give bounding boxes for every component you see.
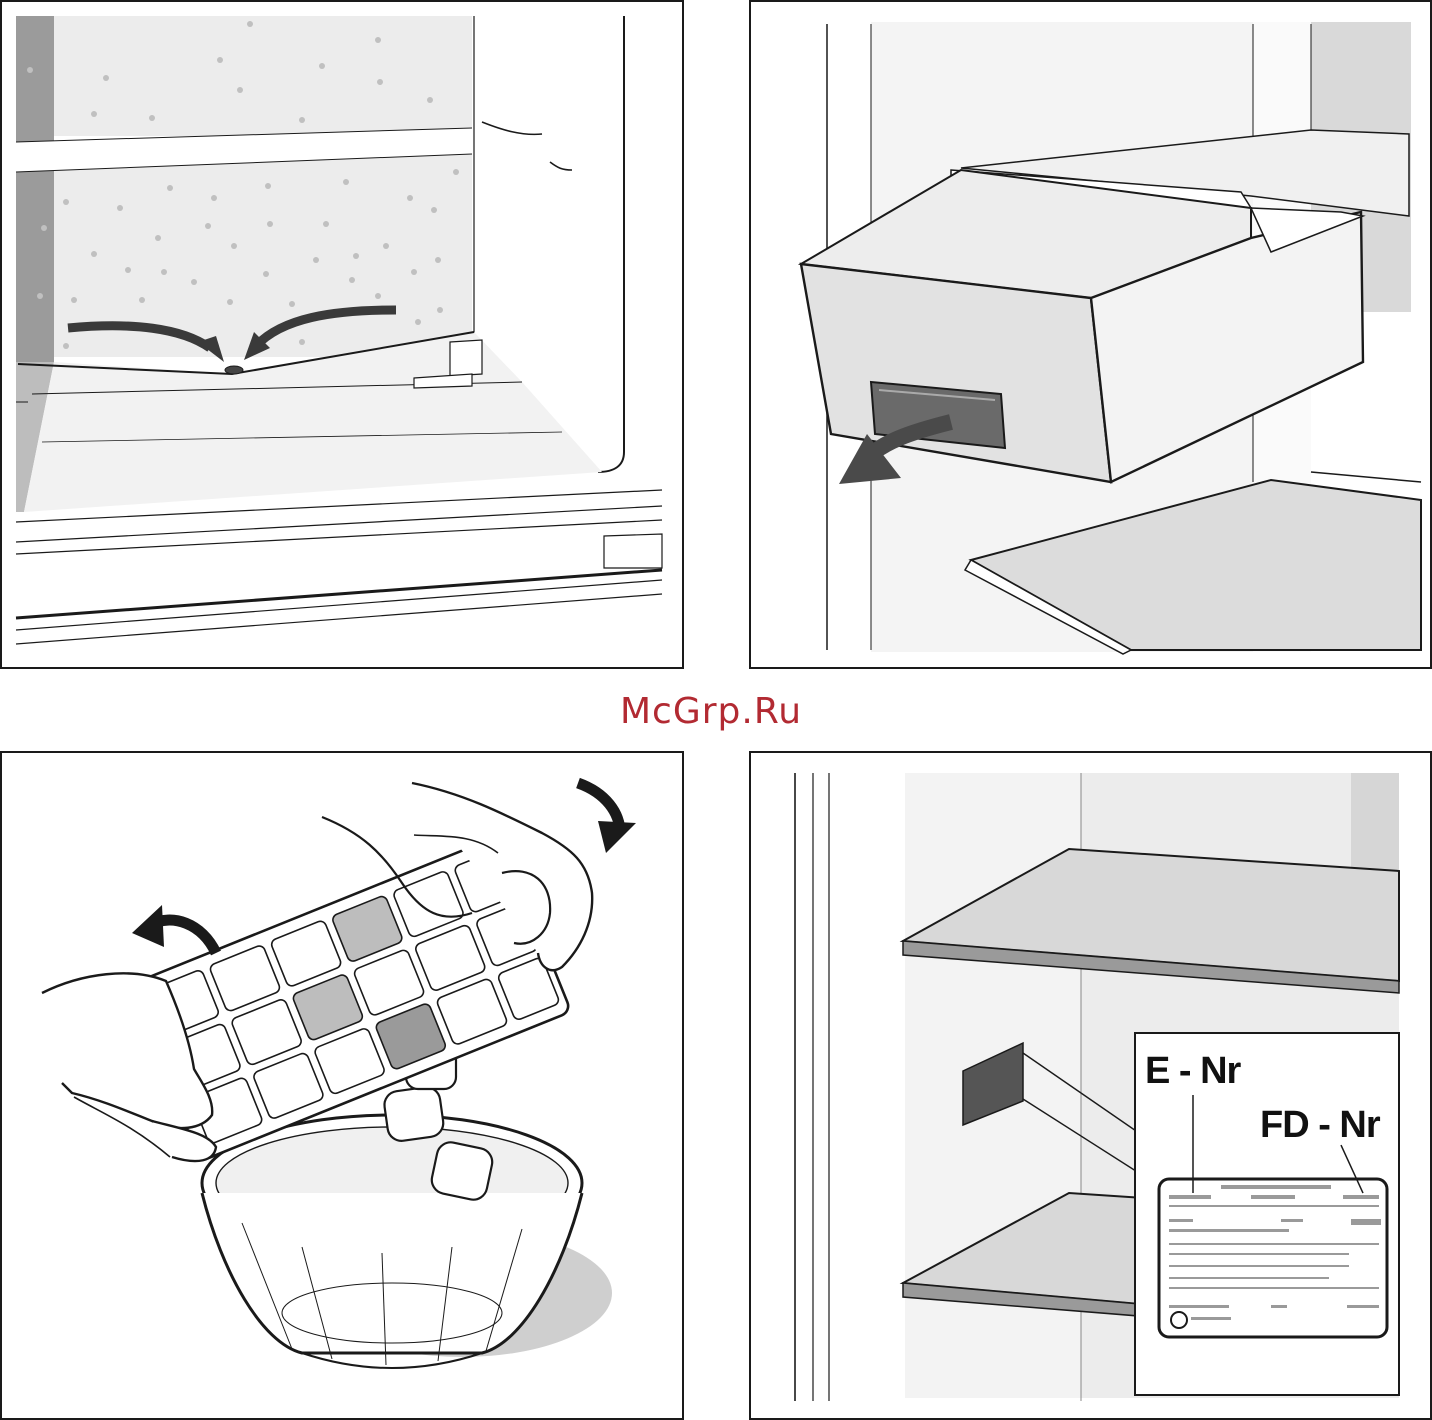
crisper-illustration (751, 2, 1430, 667)
ice-tray-illustration-panel (0, 751, 684, 1420)
drain-illustration (2, 2, 682, 667)
rating-plate-illustration (751, 753, 1430, 1418)
drain-illustration-panel (0, 0, 684, 669)
watermark: McGrp.Ru (620, 688, 830, 736)
rating-plate-label (1159, 1179, 1387, 1337)
crisper-illustration-panel (749, 0, 1432, 669)
ice-tray-illustration (2, 753, 682, 1418)
fd-nr-label: FD - Nr (1260, 1105, 1380, 1145)
e-nr-label: E - Nr (1145, 1051, 1240, 1091)
rating-plate-illustration-panel: E - Nr FD - Nr (749, 751, 1432, 1420)
